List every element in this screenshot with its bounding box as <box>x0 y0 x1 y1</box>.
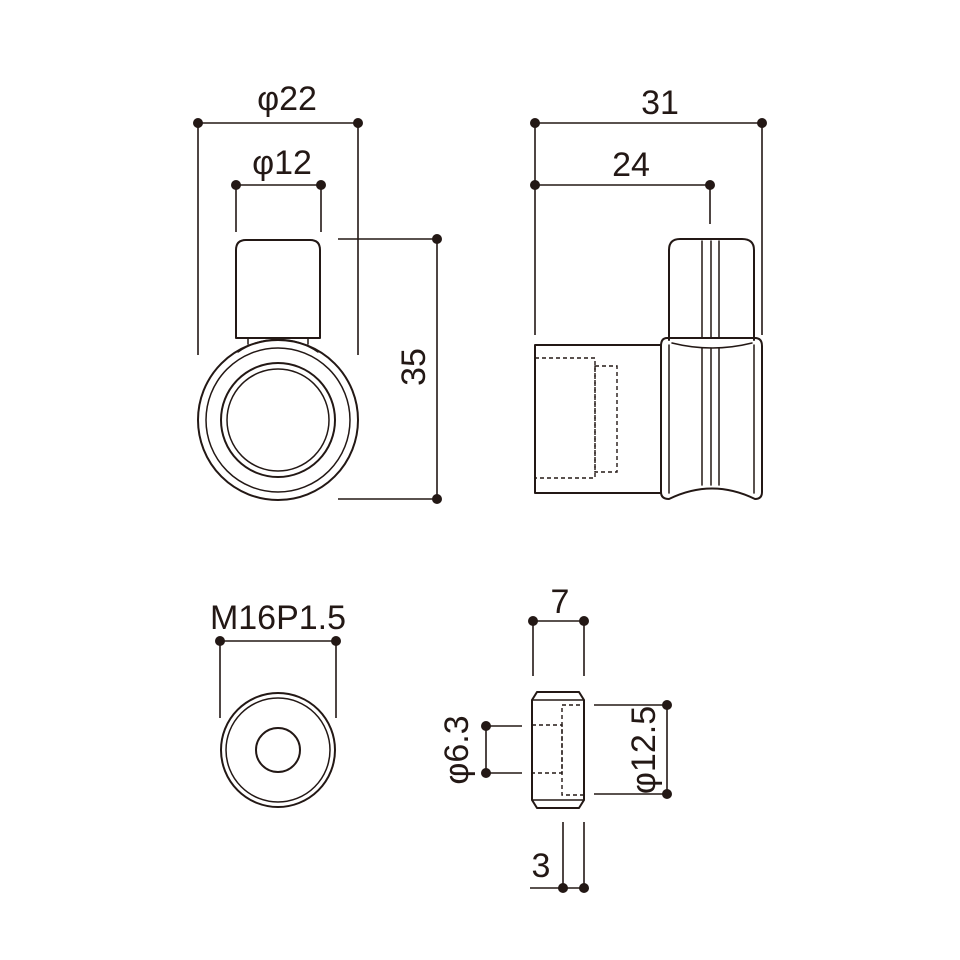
label-bolt-flange: 3 <box>532 847 551 885</box>
bolt-end-hole <box>255 727 301 773</box>
dim-front-outer-dia: φ22 <box>193 80 363 355</box>
label-front-outer-dia: φ22 <box>257 80 317 118</box>
dim-side-total-length: 31 <box>530 84 767 335</box>
dim-thread: M16P1.5 <box>210 599 346 718</box>
front-cap <box>235 239 321 339</box>
dim-bolt-width: 7 <box>528 583 589 676</box>
dim-bolt-large-dia: φ12.5 <box>594 700 672 799</box>
dim-height: 35 <box>338 234 442 504</box>
label-side-partial-length: 24 <box>612 146 650 184</box>
side-view <box>534 238 763 500</box>
label-side-total-length: 31 <box>641 84 679 122</box>
label-thread: M16P1.5 <box>210 599 346 637</box>
front-view <box>197 239 359 501</box>
label-bolt-small-dia: φ6.3 <box>438 715 476 784</box>
bolt-body <box>531 691 585 809</box>
label-front-inner-dia: φ12 <box>252 144 312 182</box>
dim-side-partial-length: 24 <box>530 146 715 224</box>
bolt-end-outer <box>220 692 336 808</box>
label-bolt-large-dia: φ12.5 <box>625 706 663 794</box>
bolt-end-view <box>220 692 336 808</box>
label-bolt-width: 7 <box>551 583 570 621</box>
dim-bolt-small-dia: φ6.3 <box>438 715 522 785</box>
dim-front-inner-dia: φ12 <box>231 144 326 232</box>
side-cap <box>668 238 755 341</box>
side-base <box>660 337 763 500</box>
side-stem <box>534 344 661 494</box>
label-height: 35 <box>395 348 433 386</box>
bolt-side-view <box>531 691 585 809</box>
dim-bolt-flange: 3 <box>530 822 589 893</box>
